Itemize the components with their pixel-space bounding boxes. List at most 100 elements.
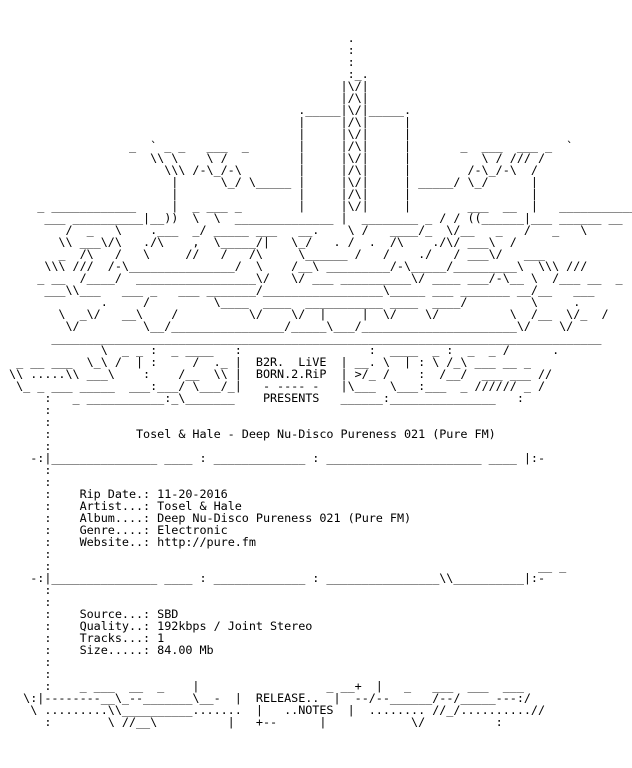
footer-line-1: RELEASE.. xyxy=(255,691,320,705)
section-divider: -:|_______________ ____ : _____________ … xyxy=(2,451,546,465)
art-fragment: : xyxy=(2,499,80,513)
banner-line-1: B2R. LiVE xyxy=(255,355,327,369)
art-line: . / \____ ____ ___________ ____ ____/ \ … xyxy=(2,295,581,309)
art-fragment: : xyxy=(2,487,80,501)
size-label: Size.....: xyxy=(79,643,151,657)
footer-row: \:|--------__\_--_______\__- | RELEASE..… xyxy=(2,692,632,704)
tracks-value: 1 xyxy=(157,631,165,645)
art-line: \\\ /-\_/-\ | |/\| | /-\_/-\ / xyxy=(2,163,538,177)
art-fragment: : xyxy=(2,631,80,645)
art-fragment: |\___ \___:___ _ ////// _ / xyxy=(319,379,546,393)
art-fragment: \:|--------__\_--_______\__- | xyxy=(2,691,256,705)
art-line: : __ _ xyxy=(2,559,567,573)
info-row-website: : Website..: http://pure.fm xyxy=(2,536,632,548)
art-fragment: : \ //__\ | xyxy=(2,715,256,729)
art-fragment: : xyxy=(2,535,80,549)
info-row-genre: : Genre....: Electronic xyxy=(2,524,632,536)
art-fragment: : xyxy=(2,619,80,633)
art-fragment: | __. \ | : \ /_\ ___ __ _ xyxy=(326,355,531,369)
footer-row: \ .........\\__________....... | ..NOTES… xyxy=(2,704,632,716)
art-line: : xyxy=(2,439,52,453)
quality-value: 192kbps / Joint Stereo xyxy=(157,619,313,633)
art-line: _ ` _ _ ___ _ | |/\| | _ ___ ___ _ ` xyxy=(2,139,574,153)
art-line: ___\\___ ___ _ ___ _______/_____________… xyxy=(2,283,595,297)
art-line: \ _\/ __\ / \/ \/ | | \/ \/ \ /__ \/_ / xyxy=(2,307,609,321)
title-row: : Tosel & Hale - Deep Nu-Disco Pureness … xyxy=(2,428,632,440)
art-line: : xyxy=(2,55,355,69)
quality-label: Quality..: xyxy=(79,619,151,633)
art-line: _ /\ / \ // / /\ \______ / / ./ / ___\/ … xyxy=(2,247,546,261)
art-line: / _ \ .___ _/ _____ ___ __. \ / ____/_ \… xyxy=(2,223,588,237)
art-line: \\\ /// /-\_______________/ \ /__\ _____… xyxy=(2,259,588,273)
info-row-rip-date: : Rip Date.: 11-20-2016 xyxy=(2,488,632,500)
art-line: | \_/ \_____ | |\/| | _____/ \_/ | xyxy=(2,175,538,189)
art-line: |\/| xyxy=(2,79,369,93)
art-line: ___ __________|__)) \ \ ______________ |… xyxy=(2,211,632,225)
info-row-size: : Size.....: 84.00 Mb xyxy=(2,644,632,656)
art-line: : xyxy=(2,655,52,669)
album-value: Deep Nu-Disco Pureness 021 (Pure FM) xyxy=(157,511,412,525)
banner-row: \\ .....\\ ___\ : /__ \\ | BORN.2.RiP | … xyxy=(2,368,632,380)
art-fragment: | >/_ / : /__/ ___ ___ // xyxy=(326,367,553,381)
art-line: : xyxy=(2,583,52,597)
info-row-quality: : Quality..: 192kbps / Joint Stereo xyxy=(2,620,632,632)
art-line: : xyxy=(2,595,52,609)
banner-line-4: PRESENTS xyxy=(262,391,320,405)
art-line: \\ ___\/\ ./\ , \_____/| \_/ . / . /\ ./… xyxy=(2,235,517,249)
art-line: ________________________________________… xyxy=(2,331,602,345)
art-line: _ __ /____/ _________________\/ \/ ___ _… xyxy=(2,271,623,285)
art-fragment: | ........ //_/..........// xyxy=(333,703,546,717)
art-line: : xyxy=(2,415,52,429)
banner-row: : _ ___________:_\_______ PRESENTS _____… xyxy=(2,392,632,404)
art-fragment: | \/ : xyxy=(277,715,503,729)
release-title: Tosel & Hale - Deep Nu-Disco Pureness 02… xyxy=(136,427,496,441)
info-row-artist: : Artist...: Tosel & Hale xyxy=(2,500,632,512)
art-line: \\ \ \ / | |\/| | \ / /// / xyxy=(2,151,546,165)
genre-label: Genre....: xyxy=(79,523,151,537)
art-line: |/\| xyxy=(2,91,369,105)
art-line: \ _ _ : _ ____ : : ____ _ : _ _ / . xyxy=(2,343,560,357)
art-line: : xyxy=(2,475,52,489)
footer-line-3: +-- xyxy=(255,715,278,729)
art-line: ._____|\/|_____. xyxy=(2,103,412,117)
art-line: \/ \__/________________/_____\___/______… xyxy=(2,319,574,333)
info-row-tracks: : Tracks...: 1 xyxy=(2,632,632,644)
banner-line-2: BORN.2.RiP xyxy=(255,367,327,381)
artist-label: Artist...: xyxy=(79,499,151,513)
art-fragment: \\ .....\\ ___\ : /__ \\ | xyxy=(2,367,256,381)
art-line: . xyxy=(2,31,355,45)
art-line: | | |/\| | | xyxy=(2,187,538,201)
artist-value: Tosel & Hale xyxy=(157,499,242,513)
source-label: Source...: xyxy=(79,607,151,621)
nfo-text: . : : :_. xyxy=(2,32,632,728)
art-line: : _ ___ __ _ | _ __+ | _ ___ ___ ___ xyxy=(2,679,524,693)
art-line: : xyxy=(2,667,52,681)
website-label: Website..: xyxy=(79,535,151,549)
art-fragment: : xyxy=(2,427,136,441)
tracks-label: Tracks...: xyxy=(79,631,151,645)
art-fragment: ______:_______________ : xyxy=(319,391,524,405)
footer-row: : \ //__\ | +-- | \/ : xyxy=(2,716,632,728)
art-fragment: : xyxy=(2,511,80,525)
art-fragment: : xyxy=(2,607,80,621)
art-line: : xyxy=(2,463,52,477)
info-row-source: : Source...: SBD xyxy=(2,608,632,620)
footer-line-2: ..NOTES xyxy=(284,703,334,717)
art-fragment: \_ _ ___ _____ ___:___/ \___/_| xyxy=(2,379,263,393)
album-label: Album....: xyxy=(79,511,151,525)
genre-value: Electronic xyxy=(157,523,228,537)
art-line: : xyxy=(2,403,52,417)
art-line: :_. xyxy=(2,67,369,81)
info-row-album: : Album....: Deep Nu-Disco Pureness 021 … xyxy=(2,512,632,524)
rip-date-label: Rip Date.: xyxy=(79,487,151,501)
rip-date-value: 11-20-2016 xyxy=(157,487,228,501)
art-line: | |\/| | xyxy=(2,127,412,141)
art-fragment: \ .........\\__________....... | xyxy=(2,703,285,717)
art-fragment: : xyxy=(2,523,80,537)
art-line: : xyxy=(2,43,355,57)
source-value: SBD xyxy=(157,607,179,621)
art-fragment: _ __ ___ \_\ / | : / ._ | xyxy=(2,355,256,369)
banner-row: \_ _ ___ _____ ___:___/ \___/_| - ---- -… xyxy=(2,380,632,392)
art-line: _ ____________ | _ ___ _ | |\/| | ___ __… xyxy=(2,199,632,213)
